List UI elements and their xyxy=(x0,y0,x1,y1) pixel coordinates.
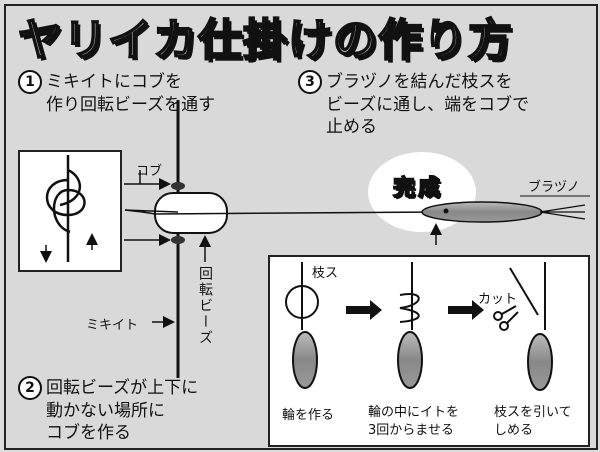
step-3-line-3: 止める xyxy=(326,117,377,137)
burazuno-label: ブラヅノ xyxy=(528,180,580,195)
step-1-line-2: 作り回転ビーズを通す xyxy=(46,95,216,115)
arrow-1 xyxy=(346,300,382,320)
step-3-number: 3 xyxy=(298,70,322,94)
scissors-icon xyxy=(493,305,519,331)
cut-label: カット xyxy=(478,292,518,307)
step-1-number: 1 xyxy=(18,70,42,94)
bead-label: 回転ビーズ xyxy=(197,266,213,346)
mikiito-label: ミキイト xyxy=(86,318,139,333)
edasu-label: 枝ス xyxy=(312,266,339,281)
substep-2-drawing xyxy=(397,262,423,389)
step-2-number: 2 xyxy=(18,376,42,400)
arrow-2 xyxy=(448,300,484,320)
substep-2-label: 輪の中にイトを 3回からませる xyxy=(368,405,460,438)
step-2-line-1: 回転ビーズが上下に xyxy=(46,378,199,398)
knot-drawing xyxy=(45,155,86,262)
substep-3-label: 枝スを引いて しめる xyxy=(494,405,572,438)
step-2-line-3: コブを作る xyxy=(46,423,131,443)
upper-knot xyxy=(171,182,185,190)
substep-3-drawing xyxy=(509,262,553,391)
step-1-line-1: ミキイトにコブを xyxy=(46,72,182,92)
substep-1-drawing xyxy=(285,262,319,389)
knot-inset xyxy=(18,150,122,272)
page-title: ヤリイカ仕掛けの作り方 xyxy=(17,14,513,67)
burazuno-jig xyxy=(421,201,586,223)
step-3-line-1: ブラヅノを結んだ枝スを xyxy=(326,72,513,92)
step-3-line-2: ビーズに通し、端をコブで xyxy=(326,95,530,115)
kobu-label: コブ xyxy=(136,164,163,179)
complete-label: 完成 xyxy=(392,175,444,202)
lower-knot xyxy=(171,236,185,244)
step-2-line-2: 動かない場所に xyxy=(46,401,165,421)
substep-1-label: 輪を作る xyxy=(282,408,335,423)
